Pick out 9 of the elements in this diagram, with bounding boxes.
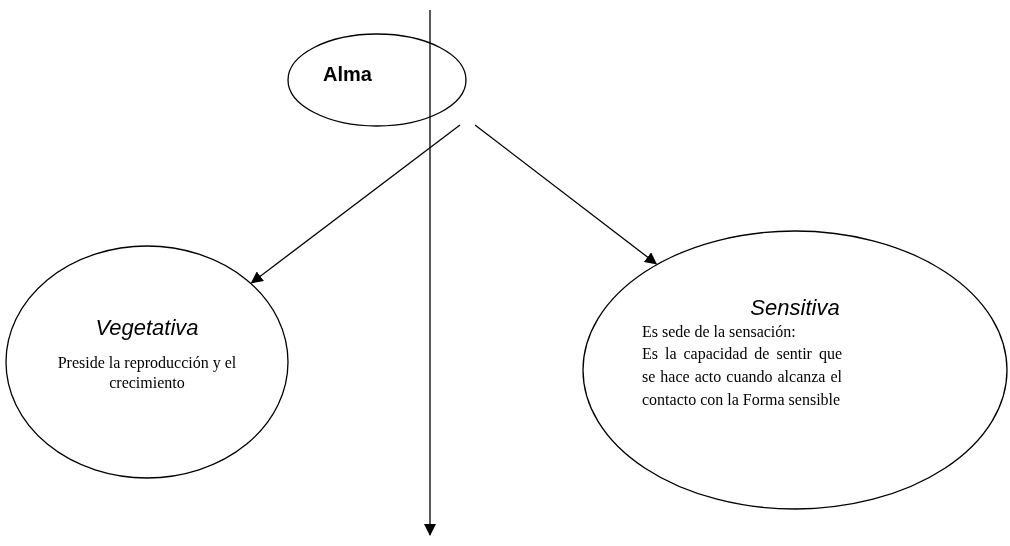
arrow: [424, 9, 436, 536]
node-title: Sensitiva: [749, 295, 841, 321]
description-text: Es la capacidad de sentir que se hace acto cuando alcanza el contacto con la Forma sensible: [642, 344, 842, 410]
description-text: Es sede de la sensación:: [642, 322, 797, 342]
arrow: [250, 124, 461, 284]
description-text: Preside la reproducción y el crecimiento: [56, 353, 238, 393]
arrow: [474, 124, 658, 265]
node-title: Vegetativa: [94, 315, 200, 341]
node-title: Alma: [323, 63, 373, 86]
